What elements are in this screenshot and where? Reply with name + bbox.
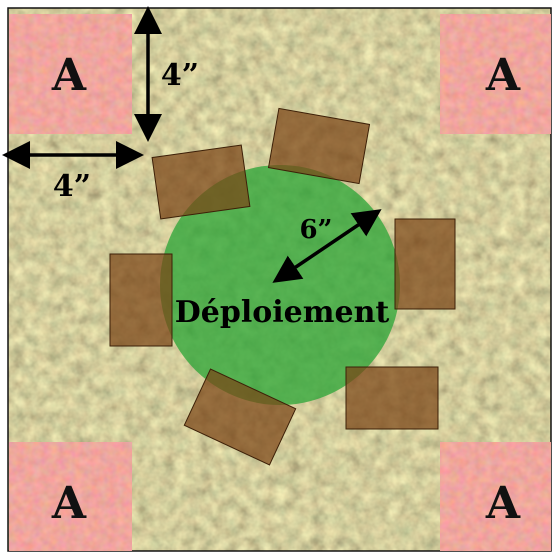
zone-label: A: [51, 478, 87, 529]
terrain-piece: [151, 144, 251, 220]
zone-label: A: [51, 50, 87, 101]
board-border: [7, 7, 552, 552]
zone-label: A: [485, 478, 521, 529]
horizontal-measure-label: 4”: [53, 169, 91, 204]
terrain-piece: [109, 253, 173, 347]
terrain-piece: [267, 107, 371, 185]
terrain-piece: [394, 218, 456, 310]
terrain-pieces: [109, 107, 456, 466]
terrain-piece: [183, 368, 297, 466]
corner-zone-top-left: A: [8, 13, 133, 135]
corner-zone-top-right: A: [439, 13, 552, 135]
zone-label: A: [485, 50, 521, 101]
vertical-measure-label: 4”: [161, 58, 199, 93]
terrain-piece: [345, 366, 439, 430]
corner-zone-bottom-left: A: [8, 441, 133, 552]
deployment-label: Déploiement: [175, 295, 390, 330]
radius-measure-arrow: [272, 209, 382, 283]
corner-zone-bottom-right: A: [439, 441, 552, 552]
radius-measure-label: 6”: [299, 215, 332, 245]
